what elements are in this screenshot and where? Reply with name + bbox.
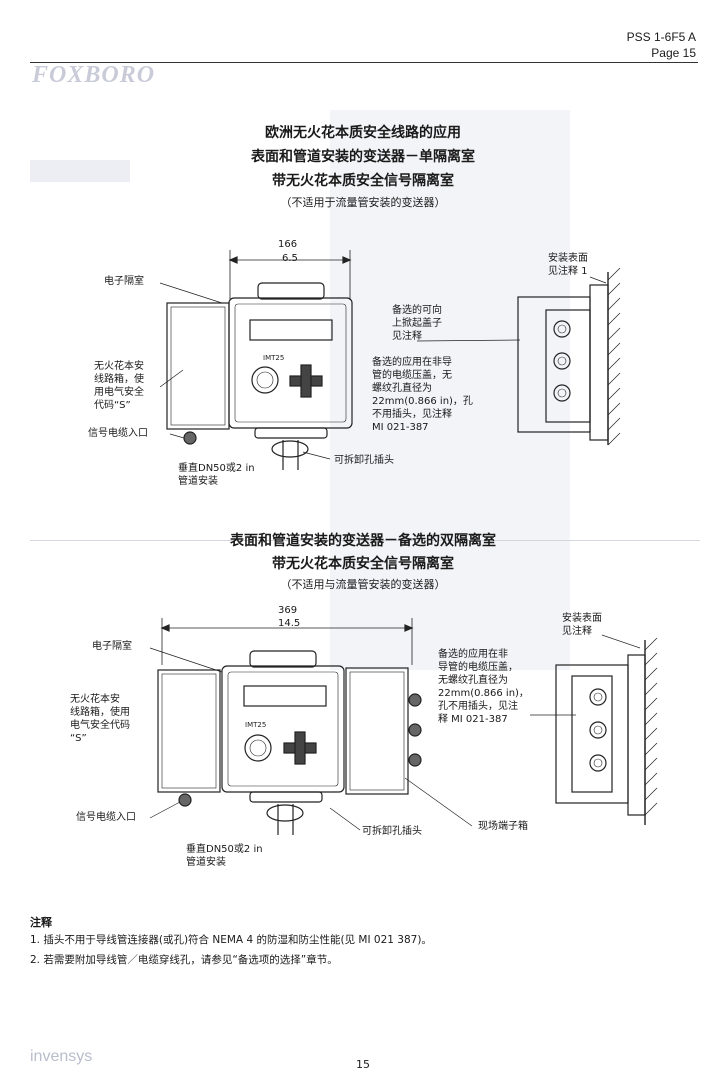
s1-label-electronics: 电子隔室 — [104, 276, 144, 287]
ghost-photo-area — [330, 110, 570, 670]
s1-label-plug: 可拆卸孔插头 — [334, 455, 394, 466]
s2-label-mounting: 垂直DN50或2 in 管道安装 — [186, 844, 263, 868]
s2-label-gland-option: 备选的应用在非 导管的电缆压盖， 无螺纹孔直径为 22mm(0.866 in)，… — [438, 649, 529, 725]
s2-subtitle: （不适用与流量管安装的变送器） — [280, 578, 446, 591]
ghost-block — [30, 160, 130, 182]
s2-label-plug: 可拆卸孔插头 — [362, 826, 422, 837]
notes-heading: 注释 — [30, 916, 52, 929]
s2-label-junction-box: 无火花本安 线路箱，使用 电气安全代码 “S” — [70, 694, 130, 744]
s1-title-line3: 带无火花本质安全信号隔离室 — [272, 173, 454, 189]
s1-title-line2: 表面和管道安装的变送器－单隔离室 — [251, 149, 475, 165]
ghost-brand-logo: FOXBORO — [32, 62, 156, 88]
s2-title-line1: 表面和管道安装的变送器－备选的双隔离室 — [230, 533, 496, 549]
s1-label-signal-entry: 信号电缆入口 — [88, 428, 148, 439]
s1-title-line1: 欧洲无火花本质安全线路的应用 — [265, 125, 461, 141]
s1-label-cover-option: 备选的可向 上掀起盖子 见注释 — [392, 305, 442, 342]
s1-label-surface: 安装表面 见注释 1 — [548, 253, 588, 277]
s2-title-line2: 带无火花本质安全信号隔离室 — [272, 556, 454, 572]
s1-subtitle: （不适用于流量管安装的变送器） — [280, 196, 446, 209]
page-number: 15 — [356, 1058, 370, 1071]
s2-label-surface: 安装表面 见注释 — [562, 613, 602, 637]
ghost-line — [30, 540, 700, 541]
svg-text:IMT25: IMT25 — [263, 354, 284, 362]
svg-text:IMT25: IMT25 — [245, 721, 266, 729]
doc-id: PSS 1-6F5 A — [626, 30, 696, 44]
s2-dim-mm: 369 — [278, 605, 298, 616]
s2-label-field-terminal: 现场端子箱 — [478, 821, 528, 832]
note-2: 2. 若需要附加导线管／电缆穿线孔，请参见“备选项的选择”章节。 — [30, 954, 338, 966]
s2-dim-in: 14.5 — [278, 618, 301, 629]
page-label: Page 15 — [651, 46, 696, 60]
ghost-footer-brand: invensys — [30, 1048, 93, 1065]
s1-dim-in: 6.5 — [282, 253, 298, 264]
s1-label-mounting: 垂直DN50或2 in 管道安装 — [178, 463, 255, 487]
note-1: 1. 插头不用于导线管连接器(或孔)符合 NEMA 4 的防湿和防尘性能(见 M… — [30, 934, 432, 946]
s1-label-gland-option: 备选的应用在非导 管的电缆压盖，无 螺纹孔直径为 22mm(0.866 in)，… — [372, 357, 473, 433]
header-rule — [30, 62, 698, 63]
s1-label-junction-box: 无火花本安 线路箱，使 用电气安全 代码“S” — [94, 361, 144, 411]
s2-label-signal-entry: 信号电缆入口 — [76, 812, 136, 823]
s2-label-electronics: 电子隔室 — [92, 641, 132, 652]
s1-dim-mm: 166 — [278, 239, 298, 250]
